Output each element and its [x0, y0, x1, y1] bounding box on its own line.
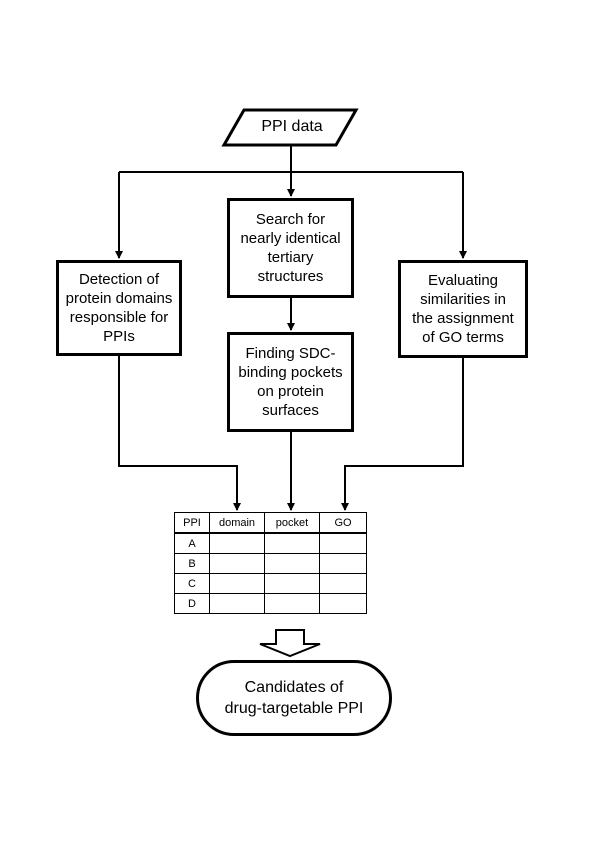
table-row-label: C: [174, 573, 210, 594]
node-finding-pockets-label: Finding SDC- binding pockets on protein …: [238, 345, 343, 419]
table-cell: [319, 553, 367, 574]
table-header-domain: domain: [209, 512, 265, 534]
node-detection-domains: Detection of protein domains responsible…: [56, 260, 182, 356]
table-cell: [209, 553, 265, 574]
table-cell: [319, 532, 367, 554]
table-row: A: [174, 532, 367, 554]
edge-right-to-table: [341, 358, 464, 511]
table-cell: [319, 593, 367, 614]
table-row-label: A: [174, 532, 210, 554]
node-finding-pockets: Finding SDC- binding pockets on protein …: [227, 332, 354, 432]
node-detection-domains-label: Detection of protein domains responsible…: [65, 271, 173, 345]
table-cell: [264, 553, 320, 574]
table-cell: [264, 593, 320, 614]
table-header-row: PPI domain pocket GO: [174, 512, 367, 534]
output-candidates: Candidates of drug-targetable PPI: [196, 660, 392, 736]
table-header-ppi: PPI: [174, 512, 210, 534]
table-row-label: D: [174, 593, 210, 614]
node-evaluating-go-label: Evaluating similarities in the assignmen…: [412, 272, 514, 346]
node-search-tertiary-label: Search for nearly identical tertiary str…: [240, 211, 341, 285]
node-search-tertiary: Search for nearly identical tertiary str…: [227, 198, 354, 298]
table-row: D: [174, 593, 367, 614]
table-cell: [319, 573, 367, 594]
input-ppi-data: PPI data: [261, 118, 323, 135]
table-cell: [209, 532, 265, 554]
table-header-pocket: pocket: [264, 512, 320, 534]
table-row: C: [174, 573, 367, 594]
input-parallelogram: [221, 108, 359, 147]
table-row: B: [174, 553, 367, 574]
hollow-down-arrow: [259, 629, 321, 658]
table-cell: [209, 593, 265, 614]
ppi-result-table: PPI domain pocket GO A B C: [174, 512, 367, 614]
node-evaluating-go: Evaluating similarities in the assignmen…: [398, 260, 528, 358]
output-candidates-label: Candidates of drug-targetable PPI: [224, 679, 364, 717]
table-row-label: B: [174, 553, 210, 574]
table-cell: [264, 573, 320, 594]
table-header-go: GO: [319, 512, 367, 534]
table-cell: [264, 532, 320, 554]
edge-left-to-table: [118, 356, 241, 511]
table-cell: [209, 573, 265, 594]
